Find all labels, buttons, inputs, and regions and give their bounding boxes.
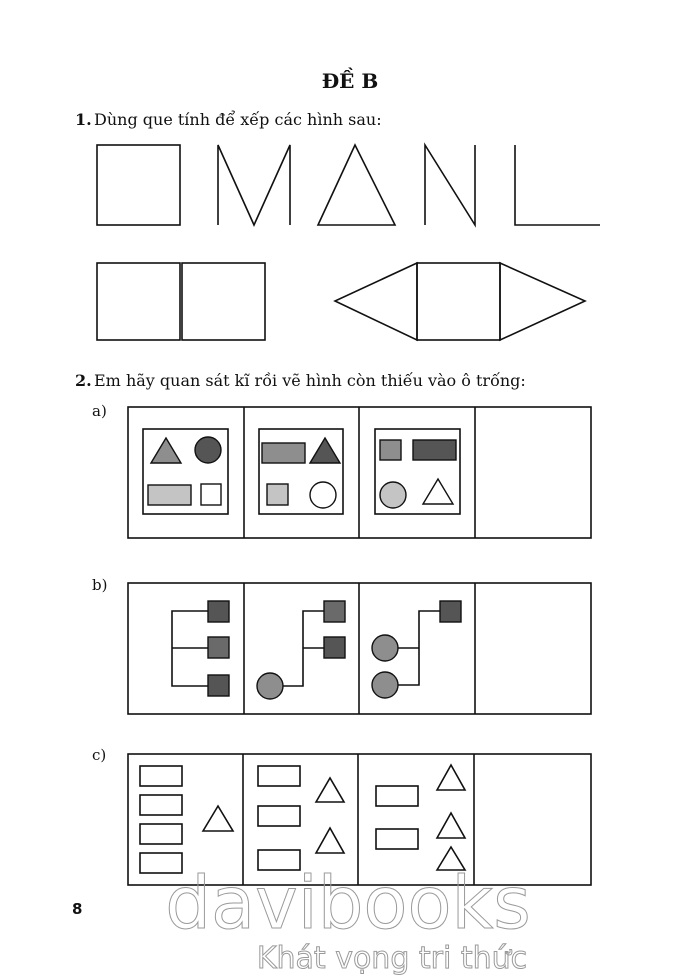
pattern-a-panel-1 xyxy=(142,428,229,515)
part-c-label: c) xyxy=(92,746,106,764)
exercise2-instruction: Em hãy quan sát kĩ rồi vẽ hình còn thiếu… xyxy=(94,371,526,390)
stick-triangle-left xyxy=(333,261,418,342)
pattern-b-panel-1 xyxy=(171,600,230,697)
stick-figures-row1 xyxy=(96,142,600,228)
pattern-a-panel-2 xyxy=(258,428,344,515)
pattern-c-answer-box[interactable] xyxy=(475,755,590,884)
stick-triangle-right xyxy=(499,261,587,342)
pattern-c-panel-3 xyxy=(375,763,467,871)
stick-letter-l xyxy=(514,145,600,226)
stick-rect-right xyxy=(181,262,266,341)
pattern-b-panel-3 xyxy=(371,600,462,699)
page-title: ĐỀ B xyxy=(322,66,379,93)
pattern-a-panel-3 xyxy=(374,428,461,515)
pattern-b-answer-box[interactable] xyxy=(476,584,590,713)
watermark-brand: davibooks xyxy=(165,861,530,945)
part-a-label: a) xyxy=(92,402,107,420)
stick-square xyxy=(96,144,181,226)
stick-letter-n xyxy=(424,142,476,228)
pattern-b-panel-2 xyxy=(256,600,346,700)
exercise2-number: 2. xyxy=(75,371,92,390)
stick-center-square xyxy=(416,262,501,341)
exercise1-number: 1. xyxy=(75,110,92,129)
stick-letter-m xyxy=(217,144,291,227)
stick-triangle xyxy=(316,143,397,226)
pattern-b xyxy=(127,582,592,715)
pattern-c xyxy=(127,753,592,886)
stick-rect-left xyxy=(96,262,181,341)
stick-figures-row2 xyxy=(96,261,587,342)
watermark-slogan: Khát vọng tri thức xyxy=(257,941,527,976)
watermark: davibooks Khát vọng tri thức xyxy=(165,861,531,977)
pattern-a-answer-box[interactable] xyxy=(476,408,590,537)
pattern-c-panel-1 xyxy=(139,765,235,874)
part-b-label: b) xyxy=(92,576,107,594)
exercise1-instruction: Dùng que tính để xếp các hình sau: xyxy=(94,110,382,129)
page-number: 8 xyxy=(72,900,82,918)
pattern-a xyxy=(127,406,592,539)
pattern-c-panel-2 xyxy=(257,765,346,871)
